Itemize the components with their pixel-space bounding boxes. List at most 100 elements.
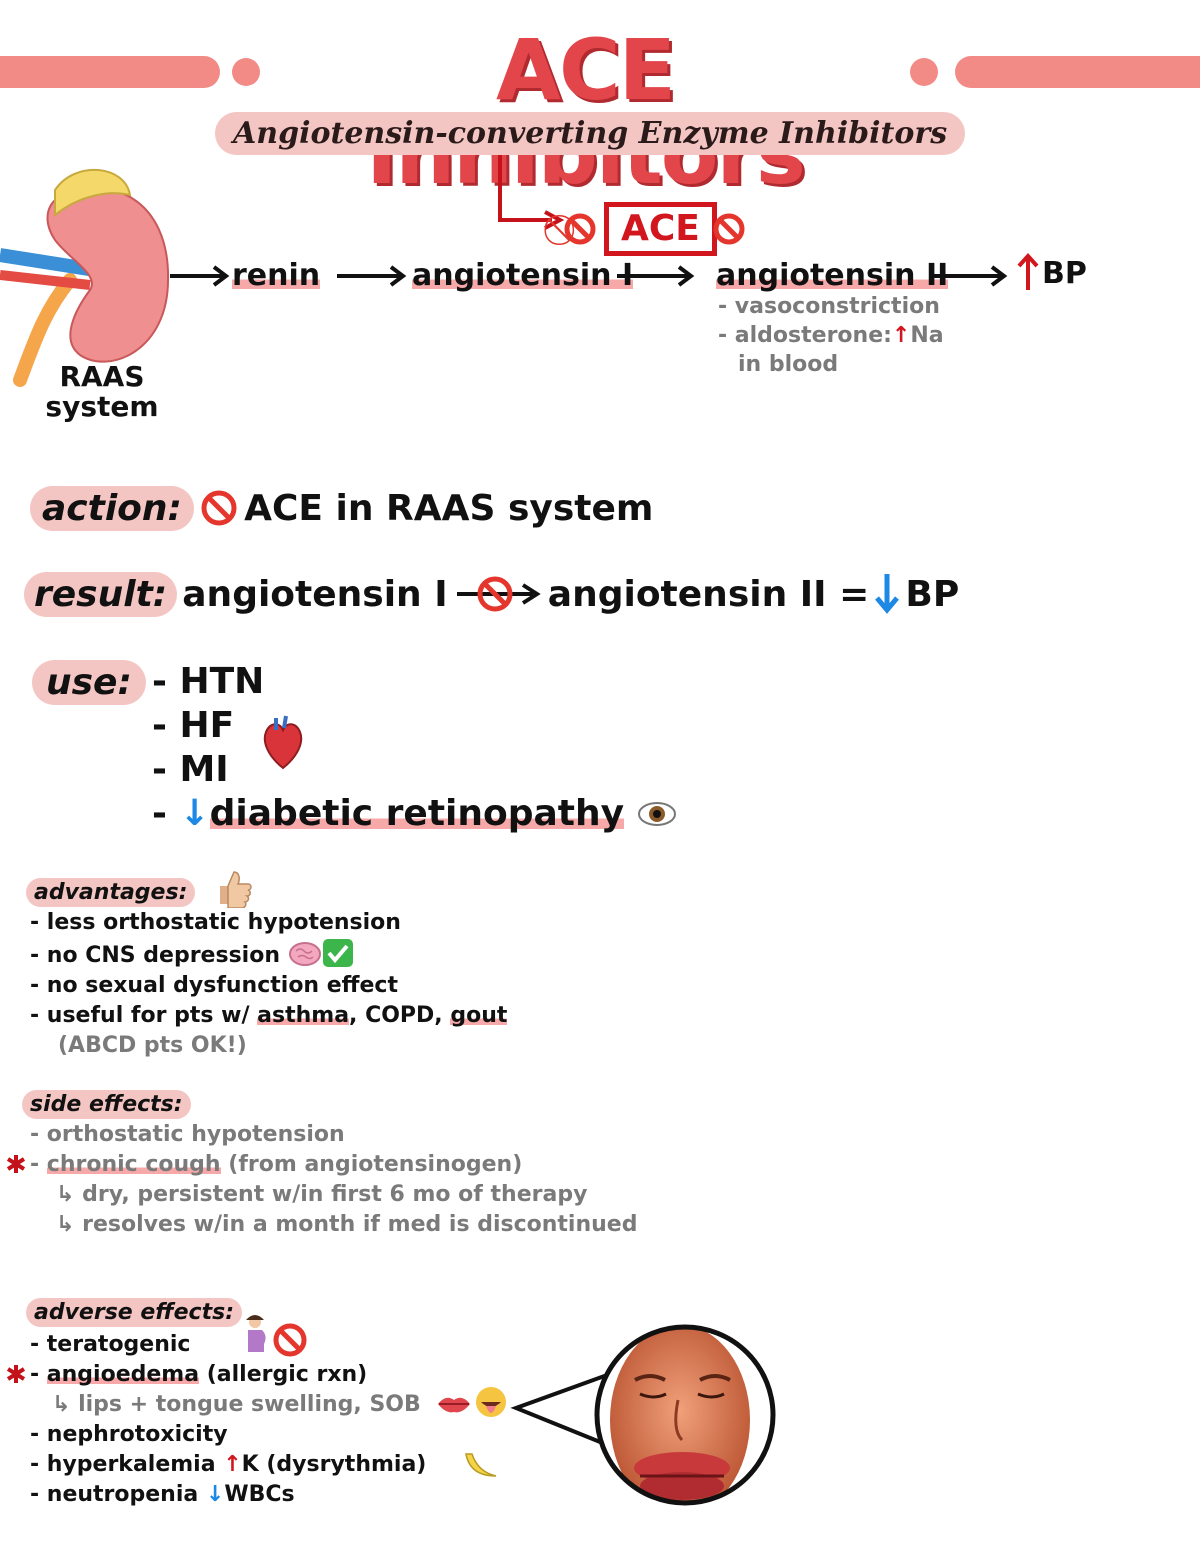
down-arrow-wbc-icon: ↓ [205,1482,225,1507]
step-bp: BP [1042,256,1087,291]
down-arrow-icon [875,574,900,614]
side-effect-dash: - [30,1152,47,1177]
advantage-item-2: - no CNS depression [30,938,507,971]
effect-in-blood: in blood [738,352,839,377]
advantage-copd: , COPD, [349,1003,451,1028]
swollen-face-illustration [594,1324,776,1506]
advantage-asthma: asthma [257,1003,350,1028]
advantages-label: advantages: [26,878,196,907]
adverse-neutropenia: - neutropenia [30,1482,206,1507]
raas-label-line2: system [45,390,159,423]
prohibited-pregnancy-icon [273,1323,307,1357]
arrow-to-renin [170,265,230,287]
advantages-list: - less orthostatic hypotension - no CNS … [30,908,508,1061]
adverse-subitem: ↳ lips + tongue swelling, SOB [52,1392,421,1417]
advantage-item-4-text: - useful for pts w/ [30,1003,250,1028]
brain-icon [288,942,321,966]
adverse-item-3: - nephrotoxicity [30,1422,228,1447]
ace-pointer-arrow [498,155,565,230]
adverse-item-4: - hyperkalemia ↑K (dysrythmia) [30,1450,426,1480]
up-arrow-small-icon: ↑ [891,323,911,348]
use-dash: - [152,793,180,834]
angiotensin2-effects: - vasoconstriction - aldosterone:↑Na in … [718,292,944,379]
action-text: ACE in RAAS system [244,488,654,529]
adverse-teratogenic: - teratogenic [30,1332,191,1357]
check-mark-icon [322,939,353,967]
adverse-effects-label: adverse effects: [26,1298,242,1327]
face-callout-pointer [510,1372,611,1448]
result-from: angiotensin I [182,574,448,615]
down-arrow-small-icon: ↓ [179,793,210,834]
advantage-item-2-text: - no CNS depression [30,943,280,968]
title-bar-right [955,56,1200,88]
use-item-retinopathy: - ↓diabetic retinopathy [152,792,677,836]
use-retinopathy-text: diabetic retinopathy [209,793,625,834]
raas-label: RAAS system [42,362,162,422]
result-outcome: BP [905,574,960,615]
step-angiotensin2: angiotensin II [716,258,949,293]
blocked-arrow-icon [456,576,541,612]
side-effects-list: - orthostatic hypotension - chronic coug… [30,1120,637,1240]
effect-sodium: Na [910,323,944,348]
adverse-effects-list: - teratogenic - angioedema (allergic rxn… [30,1330,426,1510]
advantage-gout: gout [450,1003,508,1028]
side-effect-item-1: - orthostatic hypotension [30,1122,345,1147]
side-effects-label: side effects: [22,1090,191,1119]
advantage-item-4: - useful for pts w/ asthma, COPD, gout [30,1001,508,1031]
result-row: result: angiotensin I angiotensin II = B… [24,572,960,617]
adverse-angioedema: angioedema [46,1362,200,1387]
eye-icon [637,802,676,826]
side-effect-item-2: - chronic cough (from angiotensinogen) [30,1150,637,1180]
adverse-item-5: - neutropenia ↓WBCs [30,1480,426,1510]
up-arrow-k-icon: ↑ [223,1452,242,1477]
lips-icon [438,1397,470,1413]
effect-aldosterone: - aldosterone:↑Na [718,321,944,350]
asterisk-icon [6,1155,26,1173]
adverse-item-1: - teratogenic [30,1330,426,1360]
adverse-dash: - [30,1362,47,1387]
prohibited-left-icon [564,213,596,245]
adverse-hyperkalemia: - hyperkalemia [30,1452,224,1477]
effect-vasoconstriction: - vasoconstriction [718,294,940,319]
adverse-potassium: K (dysrythmia) [241,1452,427,1477]
side-effect-subitem-1: ↳ dry, persistent w/in first 6 mo of the… [56,1182,588,1207]
adverse-wbcs: WBCs [224,1482,295,1507]
adverse-item-2: - angioedema (allergic rxn) [30,1360,426,1390]
side-effect-subitem-2: ↳ resolves w/in a month if med is discon… [56,1212,638,1237]
result-label: result: [24,572,178,617]
advantage-note: (ABCD pts OK!) [58,1033,247,1058]
advantage-item-1: - less orthostatic hypotension [30,910,401,935]
kidney-illustration [0,168,170,387]
raas-label-line1: RAAS [59,360,145,393]
use-list: - HTN - HF - MI - ↓diabetic retinopathy [152,660,677,836]
action-row: action: ACE in RAAS system [30,486,654,531]
prohibited-action-icon [201,490,237,526]
use-item-mi: - MI [152,749,229,790]
effect-aldosterone-text: - aldosterone: [718,323,892,348]
title-dot-right [910,58,938,86]
pregnant-woman-icon [246,1315,266,1352]
up-arrow-icon [1017,253,1039,290]
page-subtitle: Angiotensin-converting Enzyme Inhibitors [215,112,966,155]
adverse-angioedema-note: (allergic rxn) [199,1362,368,1387]
use-label: use: [32,660,146,705]
tongue-icon [476,1387,506,1417]
title-dot-left [232,58,260,86]
advantage-item-3: - no sexual dysfunction effect [30,973,398,998]
ace-enzyme-box: ACE [604,202,717,256]
arrow-to-angiotensin1 [337,265,407,287]
step-angiotensin1: angiotensin I [412,258,634,293]
arrow-to-angiotensin2 [617,265,695,287]
side-effect-cough: chronic cough [46,1152,221,1177]
side-effect-cough-note: (from angiotensinogen) [220,1152,523,1177]
banana-icon [465,1453,497,1477]
thumbs-up-icon [220,871,252,908]
use-item-hf: - HF [152,705,235,746]
heart-icon [263,715,303,770]
use-item-htn: - HTN [152,661,265,702]
arrow-to-bp [934,265,1008,287]
action-label: action: [30,486,194,531]
title-bar-left [0,56,220,88]
result-to: angiotensin II = [547,574,870,615]
asterisk-angioedema-icon [6,1365,26,1383]
